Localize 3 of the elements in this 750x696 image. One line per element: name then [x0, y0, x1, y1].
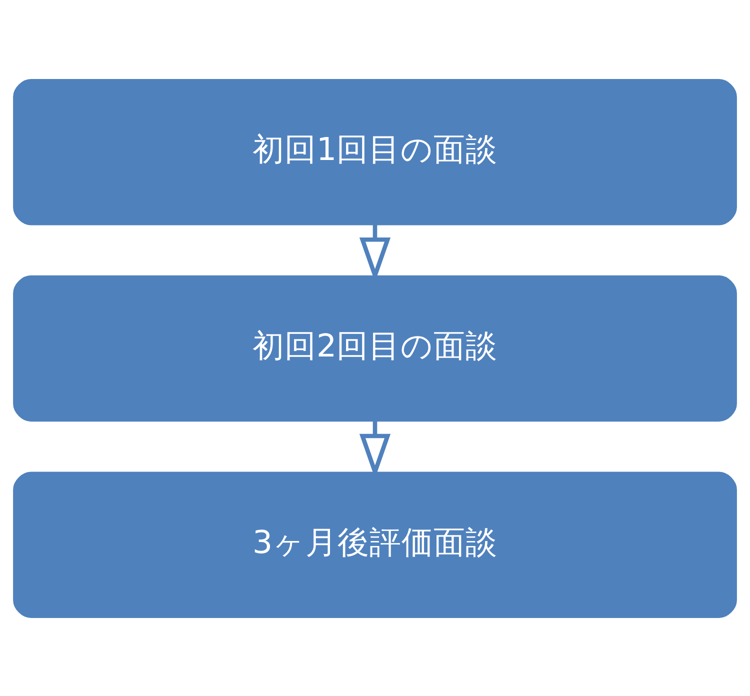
node-box: 初回1回目の面談: [13, 78, 737, 225]
node-box: 3ヶ月後評価面談: [13, 471, 737, 618]
node-box: 初回2回目の面談: [13, 274, 737, 422]
